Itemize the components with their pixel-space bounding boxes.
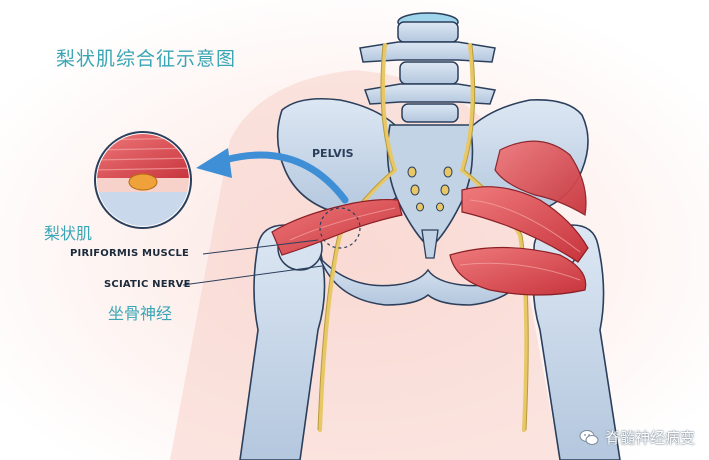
piriformis-cn-label: 梨状肌 <box>44 224 93 243</box>
piriformis-leader-line <box>202 239 319 255</box>
pointer-arrow <box>221 151 349 204</box>
diagram-title: 梨状肌综合征示意图 <box>56 48 237 70</box>
sacral-foramina <box>407 166 453 212</box>
wechat-icon <box>579 429 599 445</box>
left-femur <box>239 224 326 460</box>
right-gemellus-muscle <box>449 246 587 296</box>
piriformis-en-label: PIRIFORMIS MUSCLE <box>70 248 190 259</box>
coccyx <box>421 229 439 259</box>
highlight-circle <box>319 207 361 249</box>
sciatic-cn-label: 坐骨神经 <box>108 304 173 323</box>
watermark: 脊髓神经病变 <box>579 427 695 448</box>
right-piriformis-muscle <box>461 186 589 263</box>
pelvis-label: PELVIS <box>312 147 354 160</box>
muscle-fibers <box>289 199 581 281</box>
sciatic-leader-line <box>182 265 323 286</box>
watermark-text: 脊髓神经病变 <box>604 429 695 447</box>
arrow-head <box>196 148 232 178</box>
lumbar-spine <box>359 12 497 123</box>
sciatic-en-label: SCIATIC NERVE <box>104 279 191 290</box>
right-gluteal-muscle <box>494 140 587 216</box>
